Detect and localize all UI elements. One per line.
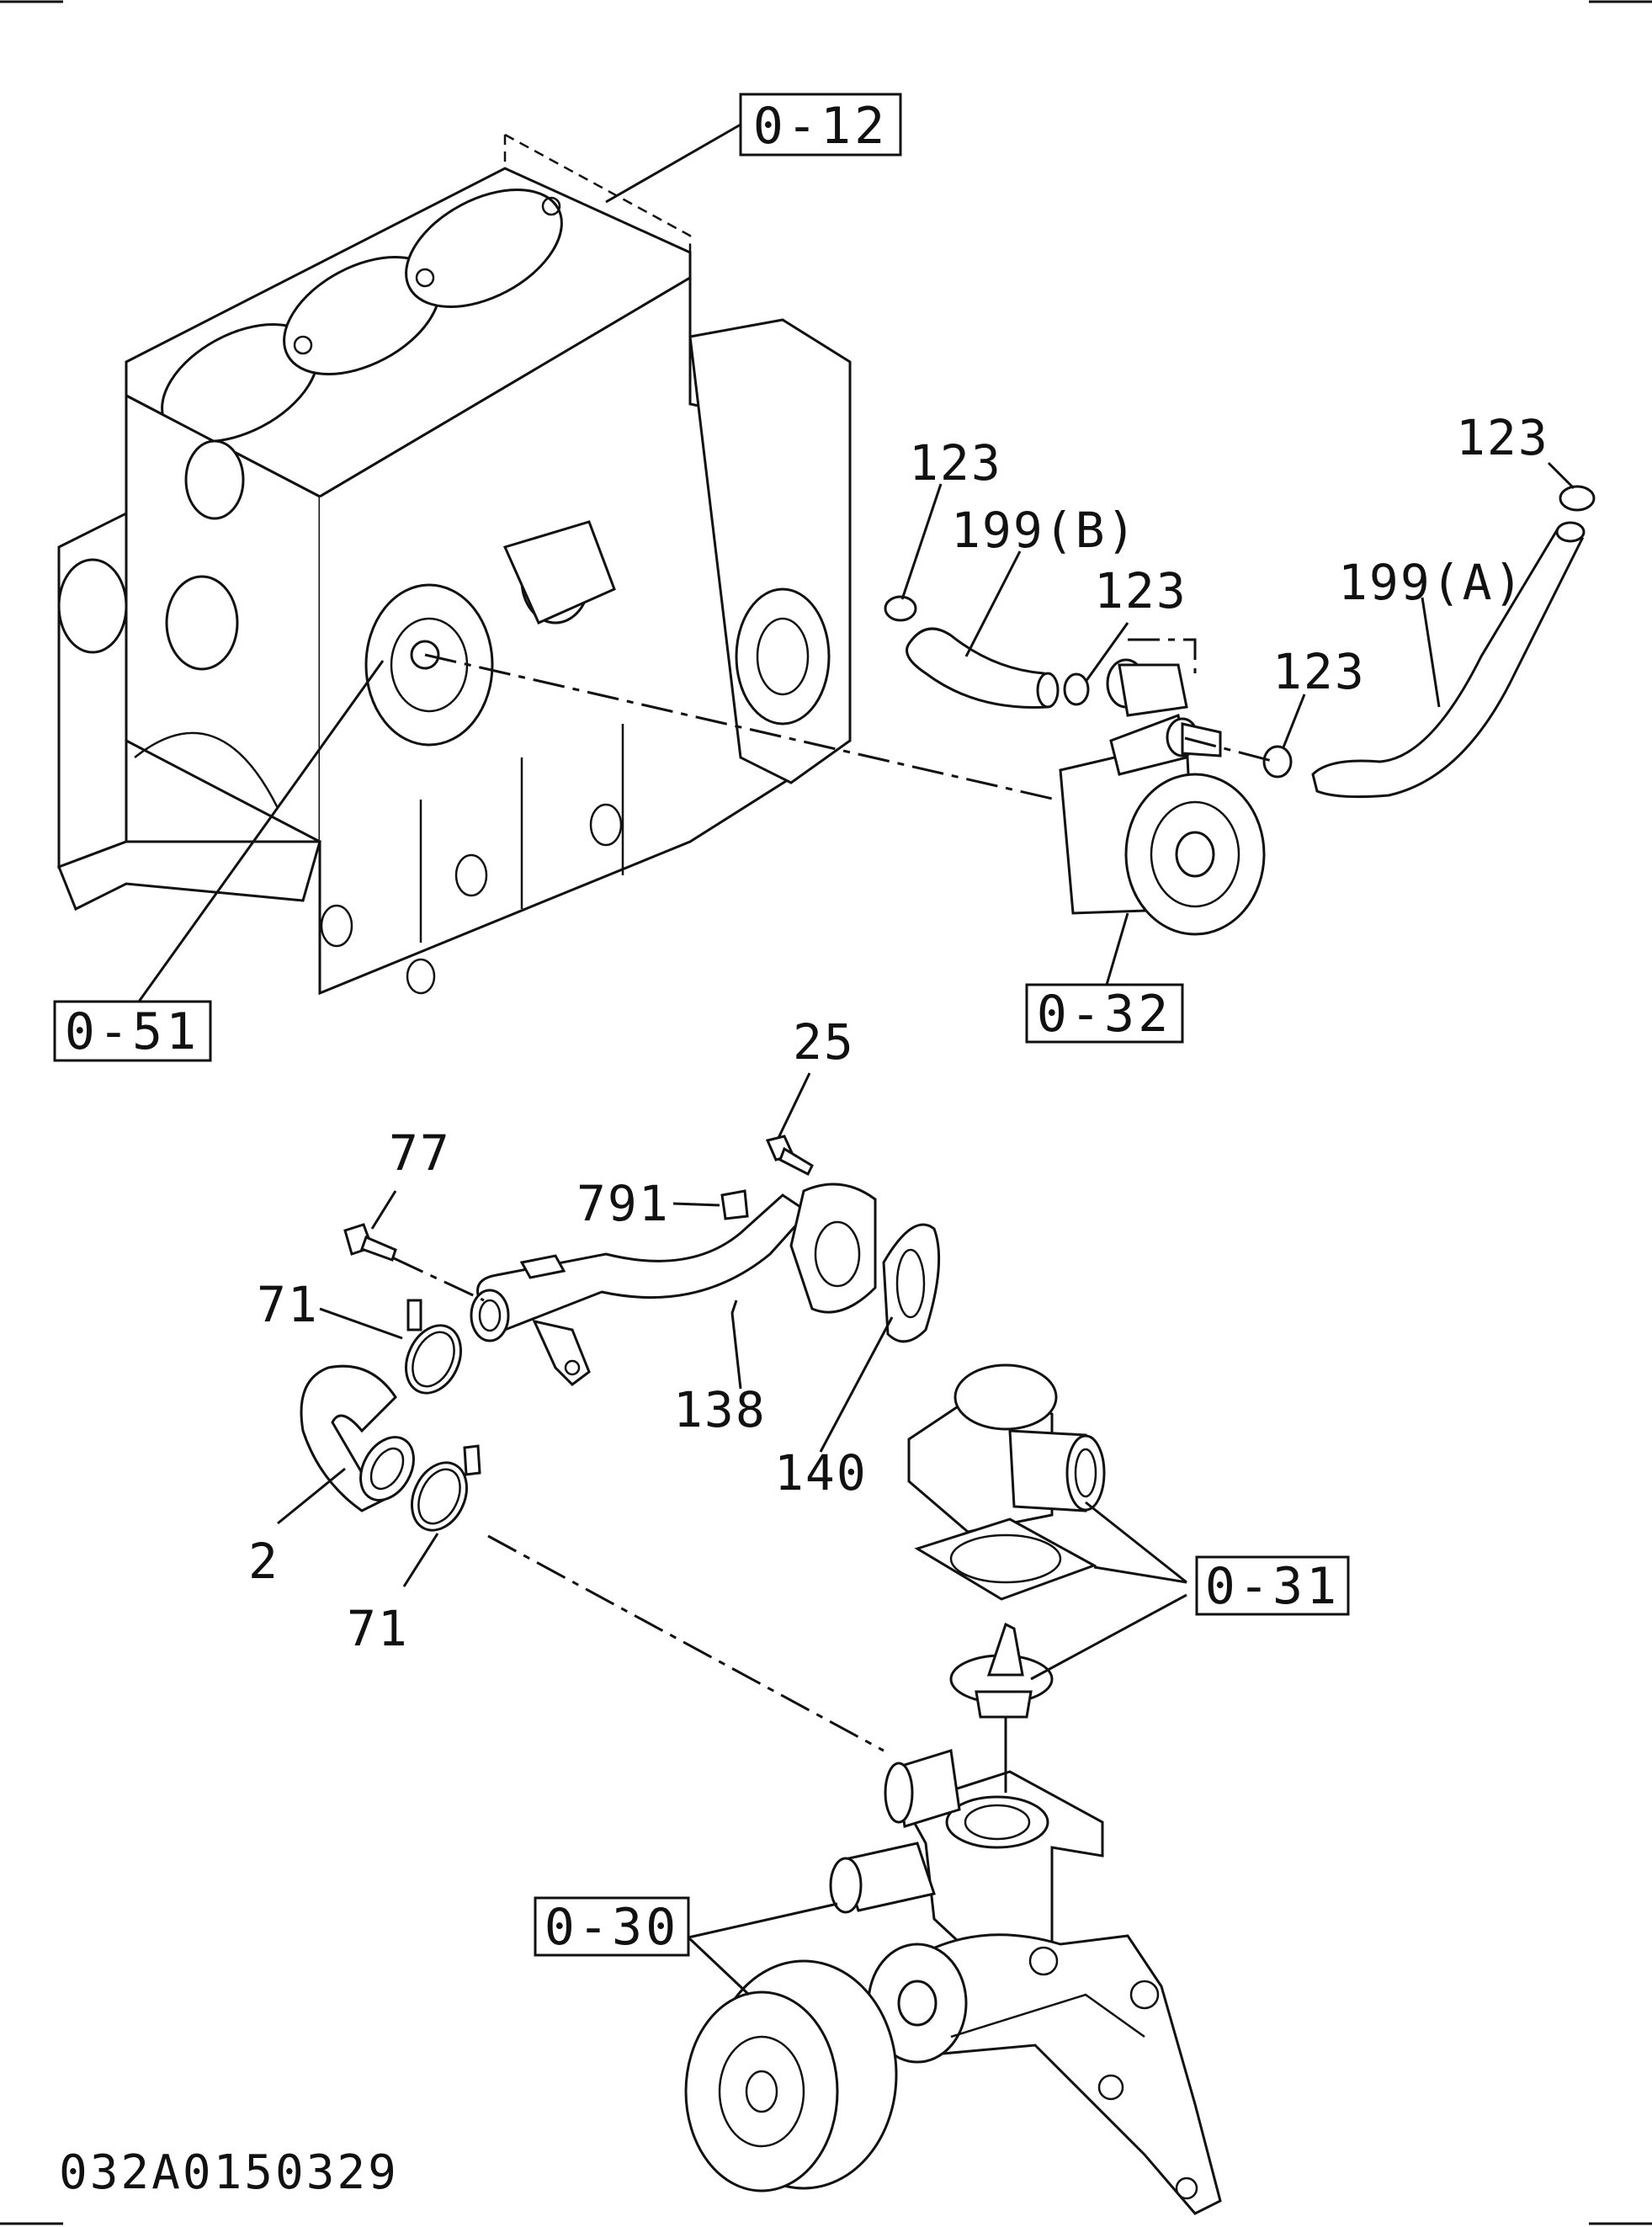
ref-box-0-51: 0-51 — [53, 1000, 212, 1062]
part-label-71-top: 71 — [257, 1276, 319, 1333]
part-label-123-b: 123 — [1094, 562, 1187, 619]
ref-0-30-label: 0-30 — [544, 1898, 680, 1957]
ref-box-0-12: 0-12 — [739, 93, 902, 157]
ref-box-0-31: 0-31 — [1195, 1555, 1350, 1616]
part-label-2: 2 — [248, 1533, 279, 1590]
thermostat-gasket-drawing — [914, 1517, 1097, 1601]
part-label-199a: 199(A) — [1338, 554, 1525, 611]
part-label-123-c: 123 — [1272, 643, 1366, 700]
part-label-123-a: 123 — [909, 434, 1002, 492]
engine-block-drawing — [57, 133, 852, 996]
part-label-25: 25 — [793, 1013, 855, 1071]
part-label-138: 138 — [673, 1381, 767, 1438]
hose-199b-drawing — [906, 627, 1060, 709]
part-label-199b: 199(B) — [951, 502, 1138, 559]
hose-2-drawing — [300, 1364, 415, 1512]
hose-clamps-123-drawing — [884, 485, 1596, 779]
ref-0-51-label: 0-51 — [65, 1002, 200, 1061]
ref-0-32-label: 0-32 — [1037, 985, 1172, 1044]
gasket-140-drawing — [882, 1223, 941, 1343]
ref-0-31-label: 0-31 — [1205, 1557, 1341, 1616]
clamp-71-top-drawing — [405, 1299, 462, 1395]
drawing-code: 032A0150329 — [59, 2145, 399, 2200]
part-label-77: 77 — [389, 1124, 451, 1182]
water-pump-drawing — [684, 1749, 1222, 2215]
clamp-71-bottom-drawing — [411, 1444, 481, 1532]
part-label-791: 791 — [576, 1175, 670, 1232]
part-label-123-d: 123 — [1456, 409, 1549, 466]
assembly-lines-lower — [487, 1534, 1007, 1793]
leader-lines — [137, 123, 1575, 1996]
ref-box-0-32: 0-32 — [1025, 983, 1184, 1044]
bolt-77-drawing — [343, 1223, 485, 1302]
plug-791-drawing — [720, 1189, 749, 1220]
part-label-140: 140 — [774, 1444, 868, 1501]
water-pipe-drawing — [470, 1183, 877, 1386]
hose-199a-drawing — [1311, 521, 1586, 799]
assembly-lines-upper — [424, 638, 1276, 801]
ref-box-0-30: 0-30 — [534, 1896, 690, 1957]
ref-0-12-label: 0-12 — [753, 97, 889, 156]
part-label-71-bottom: 71 — [347, 1600, 409, 1657]
thermostat-drawing — [949, 1622, 1054, 1719]
oil-cooler-drawing — [1059, 658, 1266, 936]
thermostat-housing-drawing — [907, 1363, 1106, 1533]
bolt-25-drawing — [765, 1135, 814, 1177]
